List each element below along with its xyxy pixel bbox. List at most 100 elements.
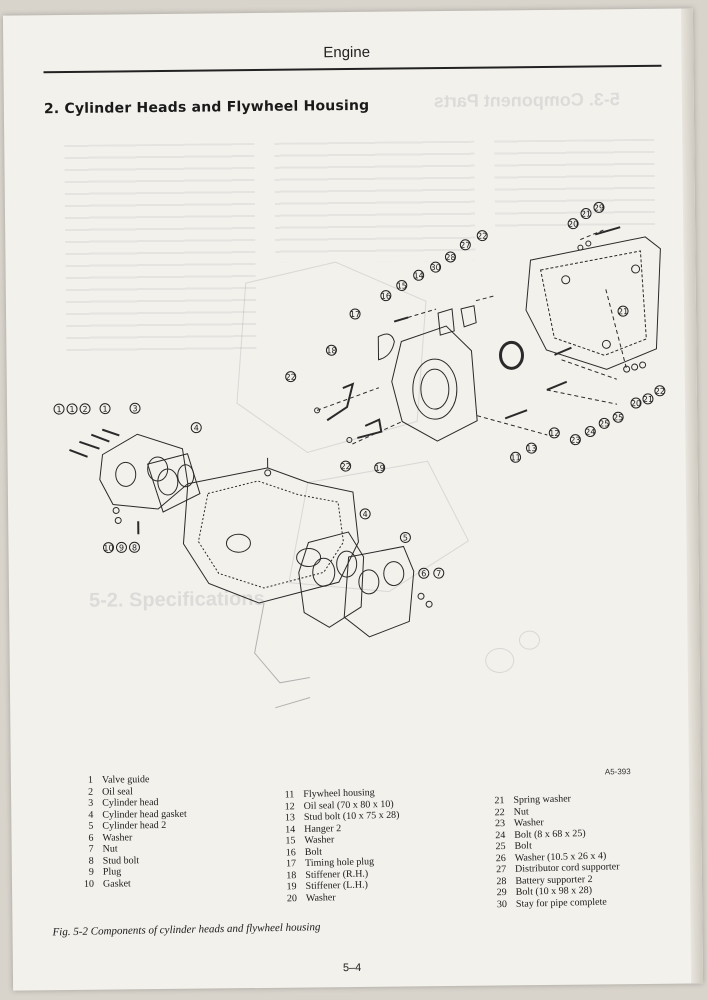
svg-text:22: 22: [341, 462, 351, 471]
legend-number: 7: [88, 843, 94, 855]
callout: 14: [413, 269, 425, 281]
exploded-view-diagram: 1 1 2 1 3 4 10 9 8 4 5 6 7 11 12 13 14 1…: [53, 201, 666, 709]
legend-label: Washer: [513, 817, 544, 829]
svg-text:13: 13: [526, 444, 536, 453]
svg-text:1: 1: [56, 405, 61, 414]
callout: 1: [66, 403, 78, 415]
legend-number: 20: [286, 892, 298, 904]
callout: 20: [567, 218, 579, 230]
legend-label: Oil seal: [101, 785, 133, 798]
flywheel-housing: [391, 325, 478, 442]
legend-label: Plug: [102, 866, 122, 878]
figure-caption: Fig. 5-2 Components of cylinder heads an…: [52, 921, 321, 939]
hanger: [437, 308, 455, 336]
page-number: 5–4: [342, 961, 362, 975]
figure-code: A5-393: [604, 767, 631, 777]
manual-page: 5-3. Component Parts 5-2. Specifications…: [2, 8, 704, 991]
callout: 4: [359, 508, 371, 520]
transmission-case: [525, 236, 661, 370]
callout: 11: [510, 451, 522, 463]
legend-number: 8: [88, 855, 94, 867]
callout: 20: [630, 397, 642, 409]
svg-text:5: 5: [403, 533, 408, 542]
legend-label: Cylinder head: [102, 797, 159, 809]
callout: 25: [612, 411, 624, 423]
callout: 6: [418, 567, 430, 579]
svg-text:22: 22: [655, 387, 665, 396]
callout: 22: [340, 460, 352, 472]
legend-number: 25: [495, 841, 506, 853]
svg-text:21: 21: [643, 395, 653, 404]
callout: 5: [399, 531, 411, 543]
svg-text:20: 20: [631, 399, 641, 408]
legend-number: 12: [284, 800, 295, 812]
legend-item: 30 Stay for pipe complete: [485, 896, 621, 911]
stiffener-rh: [326, 382, 355, 422]
callout: 21: [617, 305, 629, 317]
svg-text:21: 21: [581, 209, 591, 218]
callout: 15: [396, 279, 408, 291]
legend-label: Washer: [305, 891, 336, 904]
callout: 24: [584, 426, 596, 438]
callout: 9: [115, 541, 127, 553]
svg-text:24: 24: [585, 427, 595, 436]
cylinder-head-gasket-left: [146, 453, 201, 513]
legend-label: Spring washer: [513, 793, 572, 806]
crankcase: [182, 467, 359, 604]
svg-text:7: 7: [436, 569, 441, 578]
cylinder-head-gasket-right: [298, 531, 365, 628]
legend-number: 3: [88, 797, 94, 809]
legend-number: 24: [495, 829, 506, 841]
callout: 23: [569, 434, 581, 446]
legend-label: Hanger 2: [304, 822, 342, 835]
svg-text:1: 1: [102, 405, 107, 414]
header-rule: [43, 64, 662, 74]
callout: 22: [654, 385, 666, 397]
svg-text:4: 4: [363, 510, 368, 519]
legend-number: 30: [496, 898, 508, 910]
legend-label: Valve guide: [101, 774, 150, 786]
callout: 21: [580, 208, 592, 220]
legend-number: 10: [83, 878, 95, 890]
legend-label: Stay for pipe complete: [515, 896, 607, 910]
bleed-through-part: [288, 460, 470, 593]
stiffener-lh: [357, 418, 383, 439]
svg-text:18: 18: [326, 346, 336, 355]
legend-label: Stiffener (L.H.): [305, 879, 369, 892]
svg-text:2: 2: [82, 405, 87, 414]
legend-number: 28: [496, 875, 507, 887]
callout: 7: [433, 567, 445, 579]
svg-text:6: 6: [421, 569, 426, 578]
callout: 28: [444, 251, 456, 263]
legend-label: Stud bolt: [102, 854, 140, 867]
legend-number: 18: [286, 869, 297, 881]
legend-label: Nut: [102, 843, 118, 855]
legend-number: 26: [495, 852, 506, 864]
legend-label: Washer: [102, 831, 133, 844]
callout: 4: [190, 422, 202, 434]
legend-label: Cylinder head gasket: [102, 808, 187, 821]
svg-text:4: 4: [194, 424, 199, 433]
svg-text:23: 23: [570, 436, 580, 445]
legend-number: 6: [88, 832, 94, 844]
svg-text:27: 27: [460, 241, 470, 250]
legend-label: Cylinder head 2: [102, 819, 167, 832]
cylinder-head-right: [343, 545, 415, 638]
callout: 22: [476, 230, 488, 242]
legend-number: 9: [88, 866, 94, 878]
svg-text:3: 3: [132, 404, 137, 413]
legend-item: 20 Washer: [275, 890, 402, 905]
svg-text:30: 30: [430, 263, 440, 272]
section-title: 2. Cylinder Heads and Flywheel Housing: [43, 97, 370, 118]
legend-number: 1: [87, 774, 93, 786]
callout: 29: [593, 201, 605, 213]
callout: 1: [99, 403, 111, 415]
legend-number: 23: [494, 818, 506, 830]
legend-label: Gasket: [102, 877, 131, 890]
svg-text:22: 22: [477, 232, 487, 241]
svg-text:9: 9: [119, 543, 124, 552]
bleed-through-ring: [485, 647, 515, 673]
